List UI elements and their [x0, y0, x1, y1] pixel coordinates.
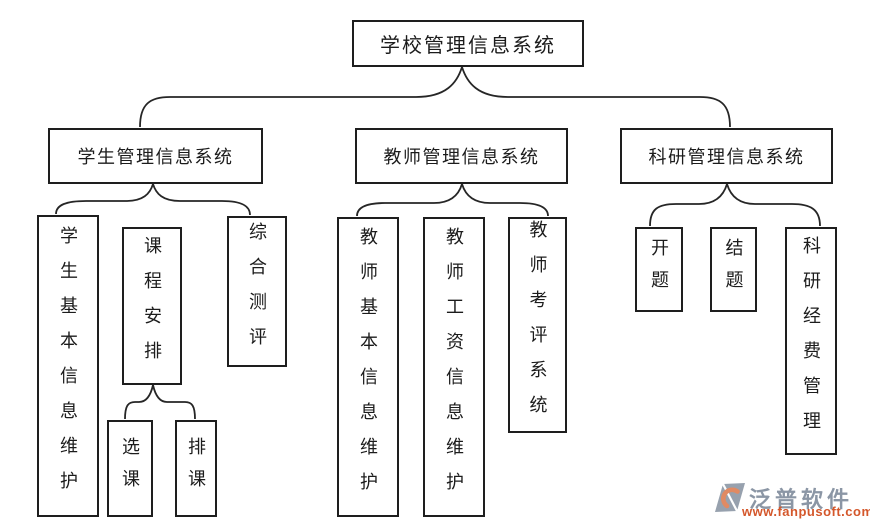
connector-research-left [649, 183, 728, 227]
node-student-basic-info: 学生基本信息维护 [37, 215, 99, 517]
connector-course-left [124, 384, 154, 420]
connector-course-right [152, 384, 196, 420]
node-research-mis: 科研管理信息系统 [620, 128, 833, 184]
node-teacher-basic-info-label: 教师基本信息维护 [358, 227, 378, 507]
connector-research-right [726, 183, 821, 227]
node-project-conclusion-label: 结题 [723, 237, 744, 302]
node-student-mis-label: 学生管理信息系统 [77, 147, 234, 167]
fanpu-website-url: www.fanpusoft.com [742, 504, 870, 519]
node-student-basic-info-label: 学生基本信息维护 [58, 226, 78, 506]
node-teacher-mis: 教师管理信息系统 [355, 128, 568, 184]
connector-teacher-right [461, 183, 549, 217]
node-course-selection-label: 选课 [120, 436, 140, 501]
node-teacher-mis-label: 教师管理信息系统 [383, 147, 540, 167]
node-comprehensive-evaluation: 综合测评 [227, 216, 287, 367]
node-comprehensive-evaluation-label: 综合测评 [247, 221, 267, 362]
node-teacher-salary-info: 教师工资信息维护 [423, 217, 485, 517]
connector-root-left [139, 66, 463, 128]
fanpu-logo-icon [715, 483, 745, 512]
node-school-mis-label: 学校管理信息系统 [380, 35, 556, 57]
node-research-mis-label: 科研管理信息系统 [648, 147, 805, 167]
node-research-funds-management-label: 科研经费管理 [801, 236, 821, 446]
node-teacher-evaluation-system: 教师考评系统 [508, 217, 567, 433]
connector-root-right [461, 66, 731, 128]
node-student-mis: 学生管理信息系统 [48, 128, 263, 184]
node-teacher-basic-info: 教师基本信息维护 [337, 217, 399, 517]
node-course-selection: 选课 [107, 420, 153, 517]
node-course-arrangement-label: 课程安排 [142, 236, 162, 376]
node-course-arrangement: 课程安排 [122, 227, 182, 385]
node-course-scheduling: 排课 [175, 420, 217, 517]
node-course-scheduling-label: 排课 [186, 436, 206, 501]
node-teacher-evaluation-system-label: 教师考评系统 [527, 220, 548, 430]
node-project-initiation: 开题 [635, 227, 683, 312]
node-project-initiation-label: 开题 [649, 237, 669, 302]
node-research-funds-management: 科研经费管理 [785, 227, 837, 455]
node-school-mis: 学校管理信息系统 [352, 20, 584, 67]
fanpu-brand-name: 泛普软件 [749, 487, 854, 512]
node-project-conclusion: 结题 [710, 227, 757, 312]
node-teacher-salary-info-label: 教师工资信息维护 [444, 227, 464, 507]
connector-student-right [152, 183, 251, 216]
connector-student-left [55, 183, 154, 215]
connector-teacher-left [356, 183, 463, 217]
